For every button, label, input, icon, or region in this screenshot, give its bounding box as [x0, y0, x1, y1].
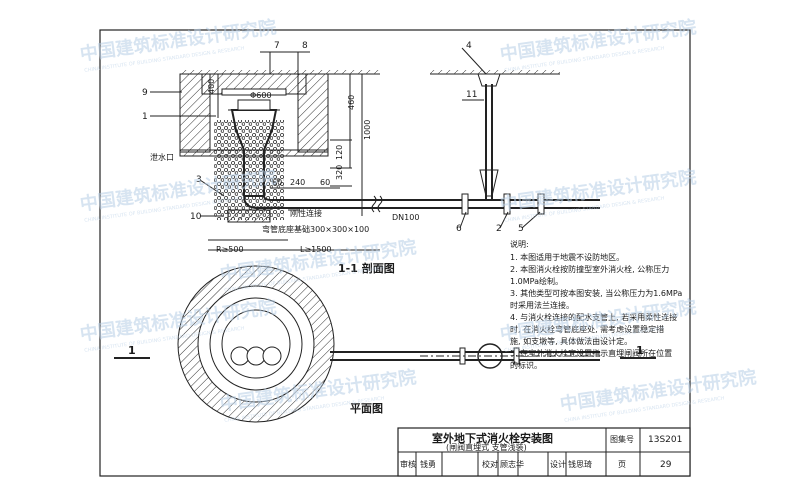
title-sub: (闸阀直埋式 支管浅装) — [446, 442, 527, 452]
drawing-frame — [99, 29, 691, 477]
dim-400: 400 — [207, 79, 216, 94]
callout-4: 4 — [466, 41, 472, 51]
note-line: 的标识。 — [510, 360, 542, 370]
design-label: 设计 — [550, 459, 566, 469]
plan-view: 平面图 — [177, 265, 600, 423]
dim-r500: R≥500 — [216, 245, 244, 254]
notes-heading: 说明: — [510, 239, 529, 249]
callout-1: 1 — [142, 112, 148, 122]
check-label: 校对 — [482, 459, 498, 469]
dim-l1500: L≥1500 — [300, 245, 332, 254]
checker-name: 顾志华 — [500, 459, 524, 469]
callout-7: 7 — [274, 41, 280, 51]
note-line: 5. 在室外消火栓宜设置指示直埋闸阀所在位置 — [510, 348, 672, 358]
atlas-number: 13S201 — [648, 435, 682, 445]
reviewer-name: 钱勇 — [420, 459, 436, 469]
gate-valve — [461, 193, 469, 215]
callout-3: 3 — [196, 175, 202, 185]
note-line: 时采用法兰连接。 — [510, 300, 574, 310]
page-label: 页 — [618, 460, 626, 469]
section-view: 7 8 9 1 3 10 2 4 11 6 5 400 460 1000 120… — [142, 41, 600, 275]
section-mark-left: 1 — [128, 344, 136, 357]
dim-60a: 60 — [272, 178, 282, 187]
valve-box — [477, 73, 501, 87]
callout-10: 10 — [190, 212, 202, 222]
callout-8: 8 — [302, 41, 308, 51]
title-main: 室外地下式消火栓安装图 — [432, 431, 553, 445]
rigid-joint-label: 刚性连接 — [290, 208, 322, 218]
note-line: 4. 与消火栓连接的配水支管上, 若采用柔性连接 — [510, 312, 677, 322]
dimension-lines — [208, 74, 380, 251]
note-line: 1. 本图适用于地震不设防地区。 — [510, 252, 624, 262]
dim-1000: 1000 — [363, 120, 372, 140]
callout-2: 2 — [496, 224, 502, 234]
title-block: 室外地下式消火栓安装图 (闸阀直埋式 支管浅装) 图集号 13S201 审核 钱… — [397, 427, 691, 477]
callout-9: 9 — [142, 88, 148, 98]
section-mark-right: 1 — [636, 344, 644, 357]
gravel-fill — [214, 120, 284, 220]
atlas-label: 图集号 — [610, 434, 634, 444]
base-label: 弯管底座基础300×300×100 — [262, 224, 369, 234]
leader-lines — [150, 47, 541, 229]
notes-block: 说明: 1. 本图适用于地震不设防地区。 2. 本图消火栓按防撞型室外消火栓, … — [510, 239, 682, 370]
callout-5: 5 — [518, 224, 524, 234]
note-line: 施, 如支墩等, 具体做法由设计定。 — [510, 336, 632, 346]
dim-240: 240 — [290, 178, 305, 187]
note-line: 2. 本图消火栓按防撞型室外消火栓, 公称压力 — [510, 264, 669, 274]
drain-label: 泄水口 — [150, 152, 174, 162]
elbow-base — [227, 209, 271, 223]
dn100-label: DN100 — [392, 213, 419, 222]
section-title: 1-1 剖面图 — [338, 261, 395, 275]
plan-title: 平面图 — [350, 402, 383, 415]
note-line: 3. 其他类型可按本图安装, 当公称压力为1.6MPa — [510, 288, 682, 298]
note-line: 1.0MPa绘制。 — [510, 276, 563, 286]
designer-name: 钱思琦 — [568, 459, 592, 469]
dim-120: 120 — [335, 145, 344, 160]
manhole-cover — [221, 88, 287, 96]
elbow-pipe — [243, 195, 368, 209]
dim-60b: 60 — [320, 178, 330, 187]
note-line: 时, 在消火栓弯管底座处, 需考虑设置稳定措 — [510, 324, 664, 334]
dim-phi600: Φ600 — [250, 91, 272, 100]
callout-6: 6 — [456, 224, 462, 234]
section-markers: 1 1 — [114, 344, 656, 359]
dim-320: 320 — [335, 165, 344, 180]
page-number: 29 — [660, 460, 672, 470]
callout-11: 11 — [466, 90, 477, 100]
review-label: 审核 — [400, 459, 416, 469]
dim-460: 460 — [347, 95, 356, 110]
